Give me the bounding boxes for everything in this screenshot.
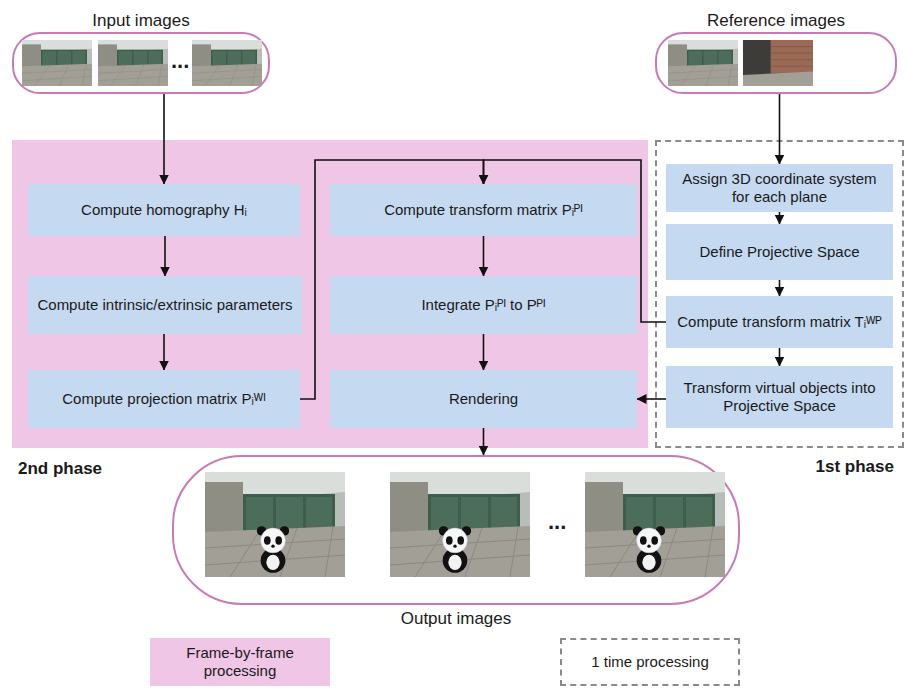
process-box: Compute intrinsic/extrinsic parameters (28, 276, 302, 334)
text-holder: Define Projective Space (699, 243, 859, 261)
flow-arrow (779, 280, 781, 296)
legend-sample: 1 time processing (560, 638, 740, 686)
text-holder: ... (548, 509, 566, 535)
box-label: Define Projective Space (699, 243, 859, 260)
photo (22, 40, 92, 86)
flow-arrow (779, 94, 781, 164)
text-holder: Compute projection matrix Pᵢᵂᴵ (62, 390, 265, 408)
text-holder: Compute intrinsic/extrinsic parameters (37, 296, 292, 314)
connectors (164, 94, 780, 455)
process-box: Compute transform matrix Tᵢᵂᴾ (666, 296, 893, 348)
phase-heading: 2nd phase (18, 459, 102, 478)
panda-figure (257, 526, 289, 573)
flow-arrow (483, 236, 485, 276)
phase-heading: 1st phase (816, 457, 894, 476)
box-label: Assign 3D coordinate system for each pla… (682, 170, 876, 205)
output-photos (205, 472, 725, 577)
process-box: Integrate Pᵢᴾᴵ to Pᴾᴵ (330, 276, 637, 334)
flow-arrow (484, 160, 667, 322)
input-photos (22, 40, 262, 86)
box-label: Compute transform matrix Tᵢᵂᴾ (677, 313, 881, 330)
box-label: Compute projection matrix Pᵢᵂᴵ (62, 390, 265, 407)
process-box: Compute projection matrix Pᵢᵂᴵ (28, 370, 300, 428)
text-holder: Input images (14, 11, 268, 31)
box-label: Compute transform matrix Pᵢᴾᴵ (384, 201, 583, 218)
box-label: Transform virtual objects into Projectiv… (683, 379, 875, 414)
legend-label: 1 time processing (591, 653, 709, 671)
text-holder: Output images (174, 609, 738, 629)
panda-figure (633, 526, 665, 573)
photo (668, 40, 738, 86)
box-label: Compute intrinsic/extrinsic parameters (37, 296, 292, 313)
ellipsis-label: ... (548, 509, 566, 534)
text-holder: Transform virtual objects into Projectiv… (674, 379, 885, 415)
phase-region: 2nd phaseCompute homography HᵢCompute in… (12, 140, 648, 448)
process-box: Transform virtual objects into Projectiv… (666, 366, 893, 428)
photo (98, 40, 168, 86)
flow-arrow (164, 236, 166, 276)
process-box: Compute homography Hᵢ (28, 184, 300, 236)
box-label: Rendering (449, 390, 518, 407)
flow-arrow (163, 94, 165, 184)
box-label: Integrate Pᵢᴾᴵ to Pᴾᴵ (421, 296, 545, 313)
text-holder: Compute homography Hᵢ (81, 201, 247, 219)
reference-photos (668, 40, 813, 86)
group-heading: Input images (92, 11, 189, 30)
text-holder: Compute transform matrix Pᵢᴾᴵ (384, 201, 583, 219)
text-holder: 2nd phase (18, 459, 102, 479)
photo (205, 472, 345, 577)
flow-arrow (637, 398, 666, 400)
flow-arrow (163, 334, 165, 370)
flow-arrow (483, 428, 485, 455)
process-box: Rendering (330, 370, 637, 428)
ellipsis-label: ... (171, 48, 189, 73)
flow-arrow (779, 348, 781, 366)
group-heading: Output images (401, 609, 512, 628)
legend-swatch: Frame-by-frame processing (150, 638, 330, 686)
text-holder: Compute transform matrix Tᵢᵂᴾ (677, 313, 881, 331)
text-holder: ... (171, 48, 189, 74)
panda-figure (439, 526, 471, 573)
flow-arrow (483, 334, 485, 370)
legend-item: 1 time processing (560, 638, 740, 686)
legend-label: Frame-by-frame processing (170, 644, 310, 680)
flow-arrow (300, 160, 484, 399)
text-holder: Rendering (449, 390, 518, 408)
group-heading: Reference images (707, 11, 845, 30)
text-holder: 1st phase (816, 457, 894, 477)
text-holder: Assign 3D coordinate system for each pla… (674, 170, 885, 206)
photo (390, 472, 530, 577)
process-box: Assign 3D coordinate system for each pla… (666, 164, 893, 212)
process-box: Define Projective Space (666, 224, 893, 280)
photo (743, 40, 813, 86)
flow-arrow (779, 212, 781, 224)
photo (192, 40, 262, 86)
box-label: Compute homography Hᵢ (81, 201, 247, 218)
photo (585, 472, 725, 577)
legend-item: Frame-by-frame processing (150, 638, 330, 686)
text-holder: Integrate Pᵢᴾᴵ to Pᴾᴵ (421, 296, 545, 314)
text-holder: Reference images (657, 11, 895, 31)
process-box: Compute transform matrix Pᵢᴾᴵ (330, 184, 637, 236)
